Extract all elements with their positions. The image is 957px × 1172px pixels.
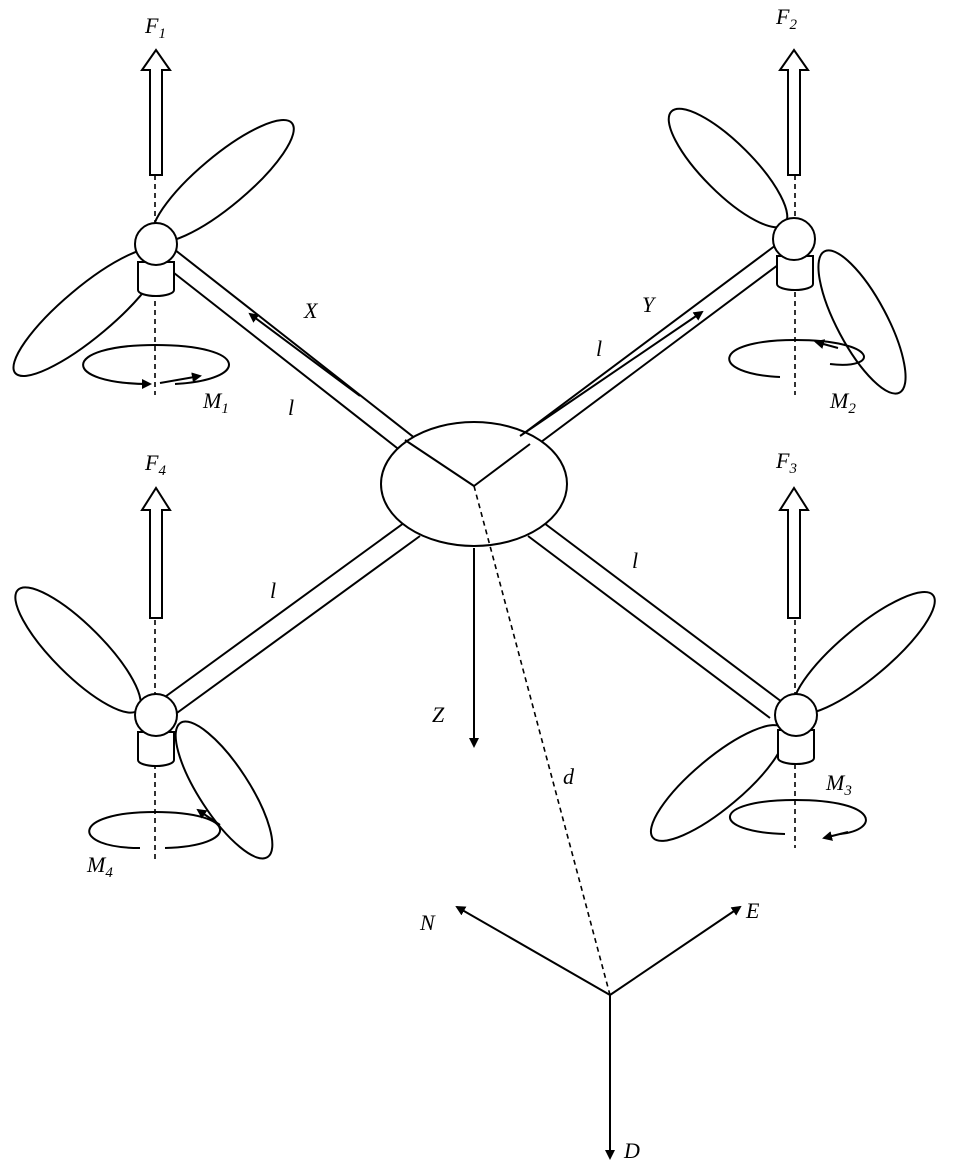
rotor-3 [649, 591, 936, 848]
label-z: Z [432, 702, 445, 727]
label-f1: F1 [144, 13, 166, 42]
label-l-arm2: l [596, 336, 602, 361]
rotor-4 [14, 586, 274, 860]
label-l-arm3: l [632, 548, 638, 573]
thrust-arrow-3 [778, 486, 810, 619]
thrust-arrow-1 [140, 48, 172, 176]
label-f4: F4 [144, 450, 166, 479]
label-x: X [303, 298, 319, 323]
ned-frame [455, 905, 742, 1160]
label-m2: M2 [829, 388, 856, 417]
rotor-2 [667, 107, 907, 395]
moment-arrow-1 [82, 343, 230, 389]
label-l-arm4: l [270, 578, 276, 603]
rotor-1 [12, 119, 295, 395]
label-d-axis: D [623, 1138, 640, 1163]
arm-3 [527, 519, 783, 719]
n-axis-arrow [455, 906, 611, 996]
arm-4 [157, 519, 421, 719]
arm-1 [159, 245, 431, 467]
thrust-arrow-2 [778, 48, 810, 176]
e-axis-arrow [609, 905, 742, 996]
moment-arrow-4 [88, 810, 221, 849]
label-f2: F2 [775, 4, 797, 33]
moment-arrow-2 [728, 338, 865, 378]
label-y: Y [642, 292, 657, 317]
moment-arrow-3 [729, 798, 867, 835]
label-l-arm1: l [288, 395, 294, 420]
distance-d-line [473, 485, 611, 996]
label-m3: M3 [825, 770, 852, 799]
label-m4: M4 [86, 852, 113, 881]
label-n: N [419, 910, 436, 935]
central-hub [380, 421, 568, 547]
thrust-arrow-4 [140, 486, 172, 619]
label-f3: F3 [775, 448, 797, 477]
x-axis-arrow [248, 312, 361, 397]
arm-2 [514, 241, 791, 455]
label-d: d [563, 764, 575, 789]
label-m1: M1 [202, 388, 229, 417]
y-axis-arrow [519, 310, 704, 437]
label-e: E [745, 898, 760, 923]
